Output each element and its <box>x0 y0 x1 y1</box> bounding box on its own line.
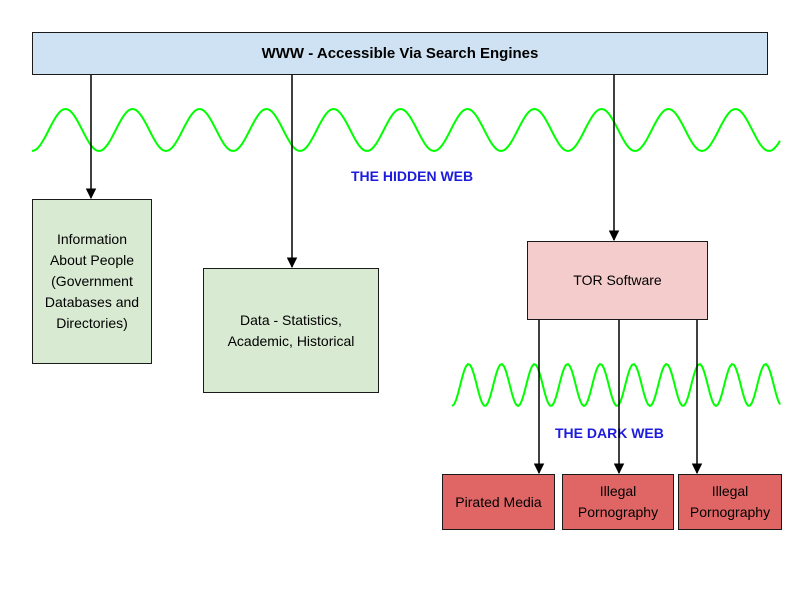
pirated-media-box: Pirated Media <box>442 474 555 530</box>
data-box: Data - Statistics, Academic, Historical <box>203 268 379 393</box>
www-label: WWW - Accessible Via Search Engines <box>261 45 539 62</box>
tor-software-label: TOR Software <box>573 272 662 288</box>
dark-web-wave <box>451 362 781 408</box>
hidden-web-wave <box>31 107 781 153</box>
pirated-media-label: Pirated Media <box>455 493 542 510</box>
people-info-label: Information About People (Government Dat… <box>44 231 140 331</box>
www-box: WWW - Accessible Via Search Engines <box>32 32 768 75</box>
illegal-content-label-2: Illegal Pornography <box>689 483 771 520</box>
illegal-content-label-1: Illegal Pornography <box>577 483 659 520</box>
tor-software-box: TOR Software <box>527 241 708 320</box>
illegal-content-box-1: Illegal Pornography <box>562 474 674 530</box>
data-label: Data - Statistics, Academic, Historical <box>227 311 355 349</box>
illegal-content-box-2: Illegal Pornography <box>678 474 782 530</box>
dark-web-label: THE DARK WEB <box>555 425 664 441</box>
people-info-box: Information About People (Government Dat… <box>32 199 152 364</box>
hidden-web-label: THE HIDDEN WEB <box>351 168 474 184</box>
